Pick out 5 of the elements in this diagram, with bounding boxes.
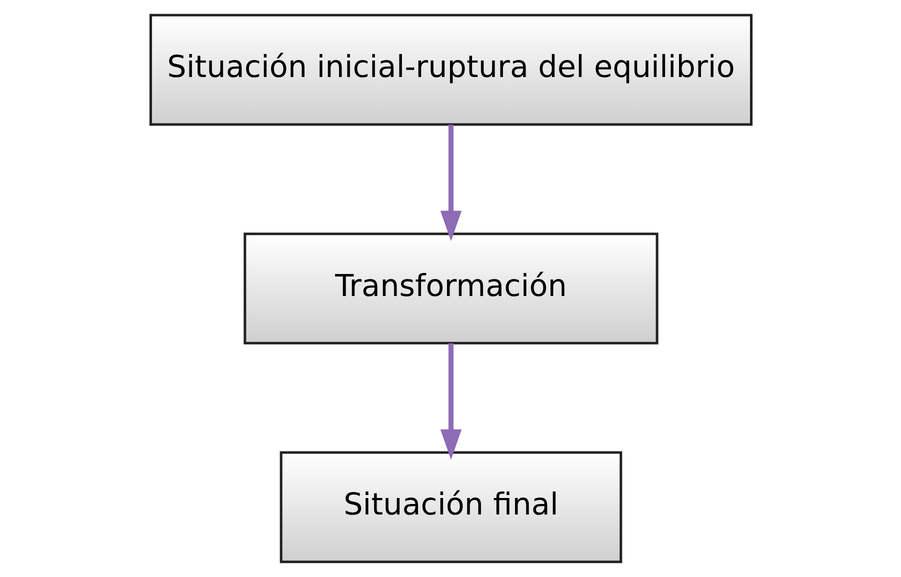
node-box: Situación inicial-ruptura del equilibrio [148, 14, 752, 126]
node-box: Situación final [279, 451, 622, 564]
node-box: Transformación [243, 232, 658, 344]
arrow [440, 124, 462, 242]
arrow [440, 343, 462, 460]
